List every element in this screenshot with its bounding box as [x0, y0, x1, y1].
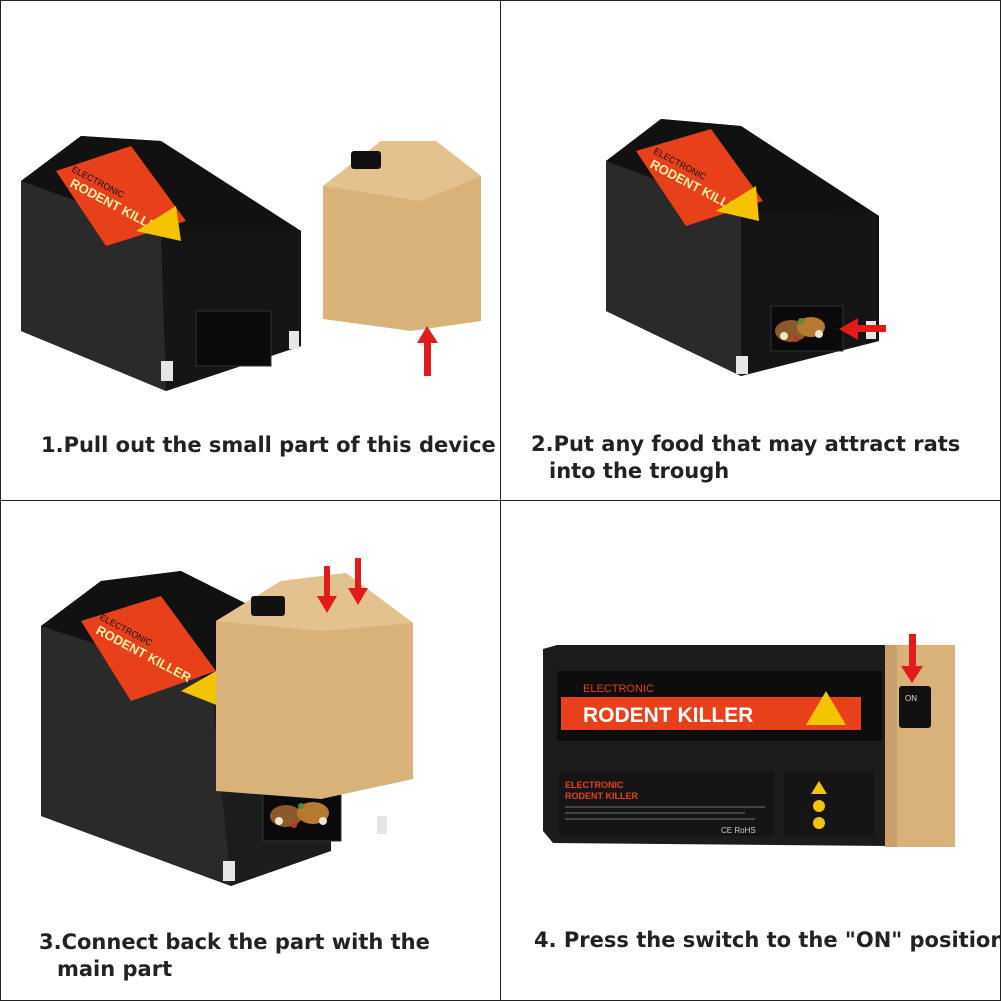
step-1-caption: 1.Pull out the small part of this device: [41, 432, 496, 459]
side-label-line1: ELECTRONIC: [565, 780, 624, 790]
step-4-caption: 4. Press the switch to the "ON" position: [534, 927, 1001, 954]
rodent-killer-label: [81, 596, 216, 701]
step-3-panel: ELECTRONIC RODENT KILLER: [0, 500, 501, 1001]
arrow-up-icon: [417, 326, 438, 376]
step-4-illustration: ELECTRONIC RODENT KILLER ELECTRONIC RODE…: [543, 634, 955, 847]
power-switch[interactable]: [351, 151, 381, 169]
step-2-panel: ELECTRONIC RODENT KILLER: [500, 0, 1001, 501]
warning-sign: [181, 671, 219, 706]
step-2-illustration: ELECTRONIC RODENT KILLER: [606, 119, 886, 376]
bait-food: [775, 317, 825, 342]
step-3-caption: 3.Connect back the part with the main pa…: [39, 929, 430, 983]
label-main-text: RODENT KILLER: [583, 704, 753, 727]
step-3-caption-line1: 3.Connect back the part with the: [39, 930, 430, 954]
arrow-left-icon: [839, 318, 886, 340]
arrow-down-icon-2: [348, 558, 368, 605]
warning-sign: [136, 206, 181, 241]
step-2-caption-line2: into the trough: [549, 459, 730, 483]
step-1-panel: ELECTRONIC RODENT KILLER 1.Pull out t: [0, 0, 501, 501]
step-1-illustration: ELECTRONIC RODENT KILLER: [21, 136, 481, 391]
device-removable-module: [216, 573, 413, 799]
device-main-body: ELECTRONIC RODENT KILLER: [606, 119, 879, 376]
device-main-body: ELECTRONIC RODENT KILLER ELECTRONIC RODE…: [543, 645, 887, 846]
side-label-line2: RODENT KILLER: [565, 791, 638, 801]
step-1-caption-line1: 1.Pull out the small part of this device: [41, 433, 496, 457]
step-3-caption-line2: main part: [57, 957, 173, 981]
device-removable-module: [323, 141, 481, 331]
power-switch[interactable]: [251, 596, 285, 616]
certification-marks: CE RoHS: [721, 826, 756, 835]
arrow-down-icon: [901, 634, 923, 683]
arrow-down-icon: [317, 566, 337, 613]
switch-label: ON: [905, 694, 917, 703]
device-main-body: ELECTRONIC RODENT KILLER: [41, 571, 387, 886]
step-2-caption: 2.Put any food that may attract rats int…: [531, 431, 960, 485]
step-2-caption-line1: 2.Put any food that may attract rats: [531, 432, 961, 456]
step-4-panel: ELECTRONIC RODENT KILLER ELECTRONIC RODE…: [500, 500, 1001, 1001]
device-main-body: ELECTRONIC RODENT KILLER: [21, 136, 301, 391]
warning-sign: [716, 186, 759, 221]
device-removable-module: ON: [885, 645, 955, 847]
bait-food: [270, 802, 329, 828]
step-3-illustration: ELECTRONIC RODENT KILLER: [41, 558, 413, 886]
power-switch[interactable]: [899, 686, 931, 728]
label-small-text: ELECTRONIC: [583, 683, 654, 695]
step-4-caption-line1: 4. Press the switch to the "ON" position: [534, 928, 1001, 952]
warning-sign: [806, 691, 846, 725]
